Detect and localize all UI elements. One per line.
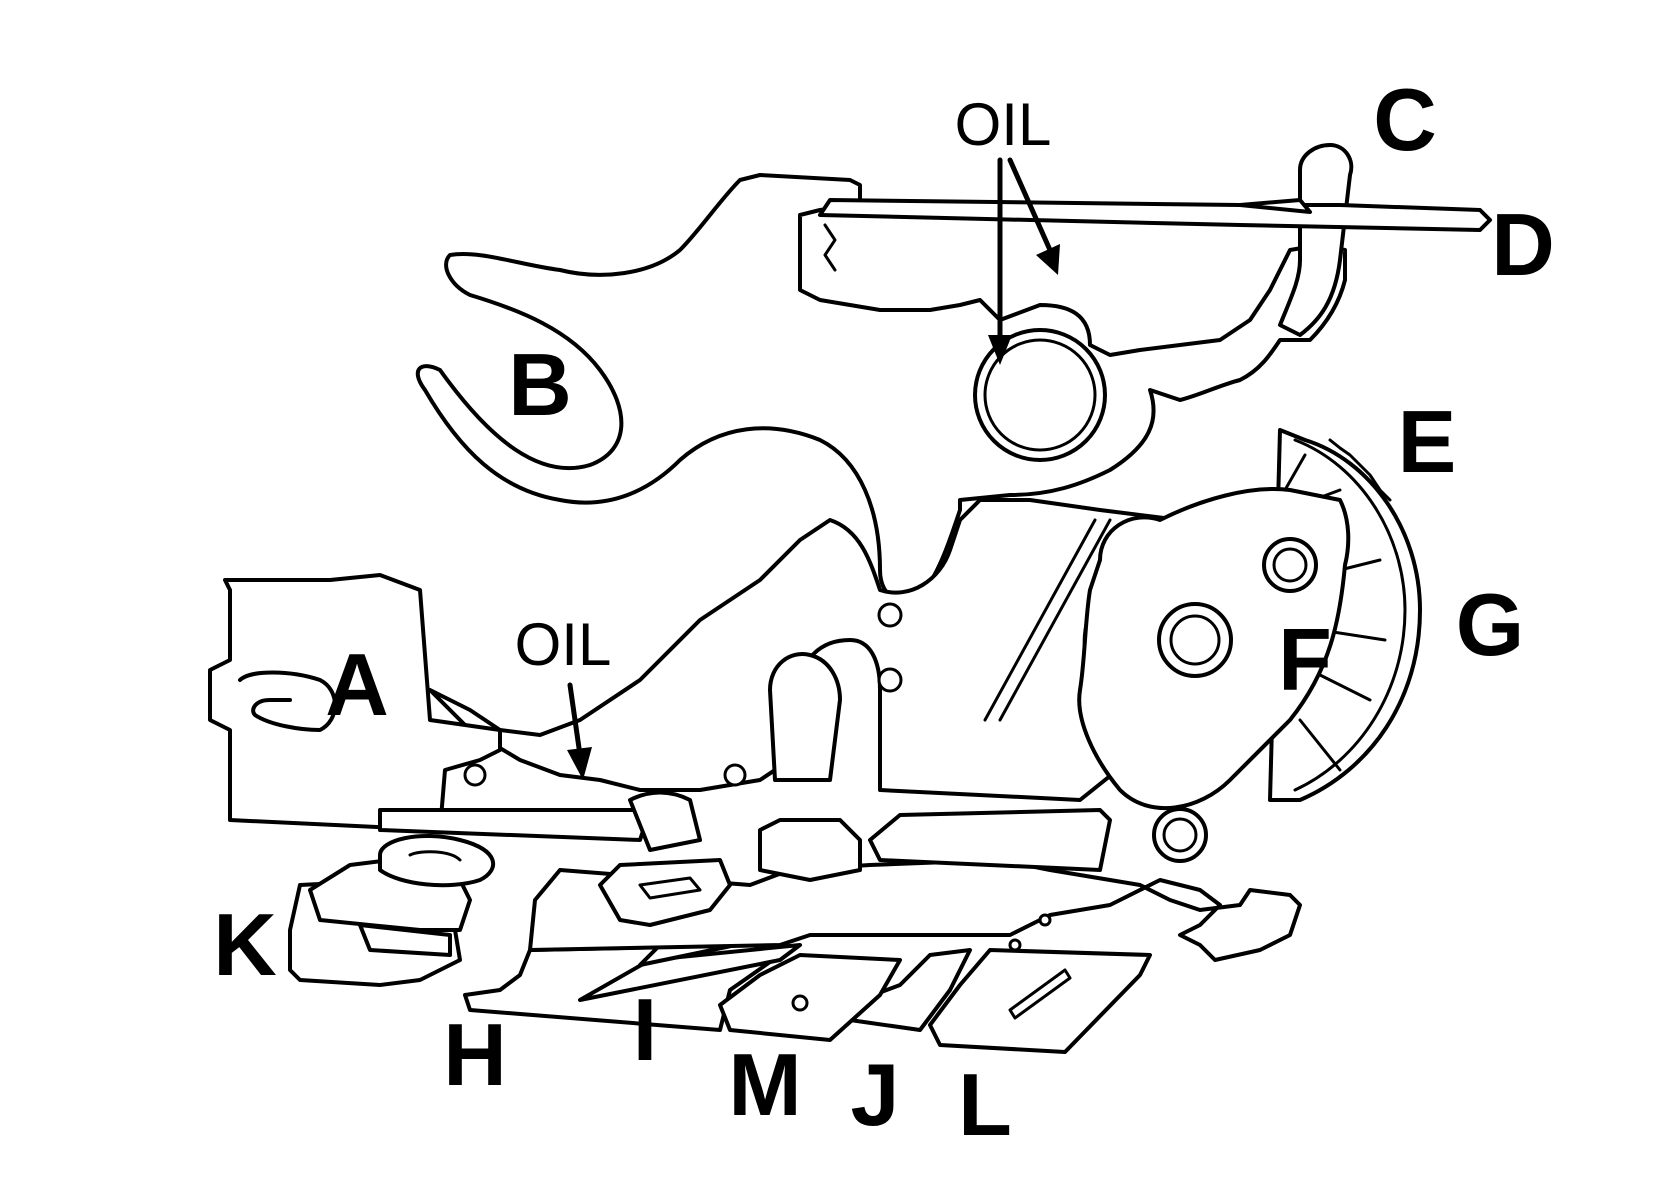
oil-arrow-top: [988, 157, 1060, 365]
oil-label-top: OIL: [955, 91, 1052, 158]
callout-k: K: [213, 895, 277, 994]
adjusting-bar-d: [818, 198, 1492, 232]
callout-e: E: [1398, 392, 1457, 491]
presser-foot-a: [208, 573, 502, 832]
callout-i: I: [633, 980, 657, 1079]
callout-j: J: [851, 1045, 900, 1144]
callout-b: B: [508, 335, 572, 434]
cam-f: [1077, 487, 1351, 863]
oil-label-bottom: OIL: [515, 611, 612, 678]
callout-d: D: [1491, 195, 1555, 294]
callout-c: C: [1373, 70, 1437, 169]
callout-g: G: [1456, 575, 1524, 674]
guide-k: [288, 833, 496, 987]
lever-c: [1278, 143, 1354, 337]
callout-m: M: [728, 1035, 801, 1134]
link-oval: [973, 328, 1107, 462]
plate-l: [928, 948, 1152, 1054]
callout-h: H: [443, 1005, 507, 1104]
plate-m: [718, 953, 902, 1042]
fork-arm-b: [415, 173, 1347, 603]
callout-l: L: [958, 1055, 1012, 1154]
slotted-block: [598, 858, 732, 927]
oil-arrow-bottom: [567, 682, 592, 780]
callout-a: A: [325, 635, 389, 734]
lower-assembly: [378, 790, 1112, 882]
callout-f: F: [1278, 610, 1332, 709]
